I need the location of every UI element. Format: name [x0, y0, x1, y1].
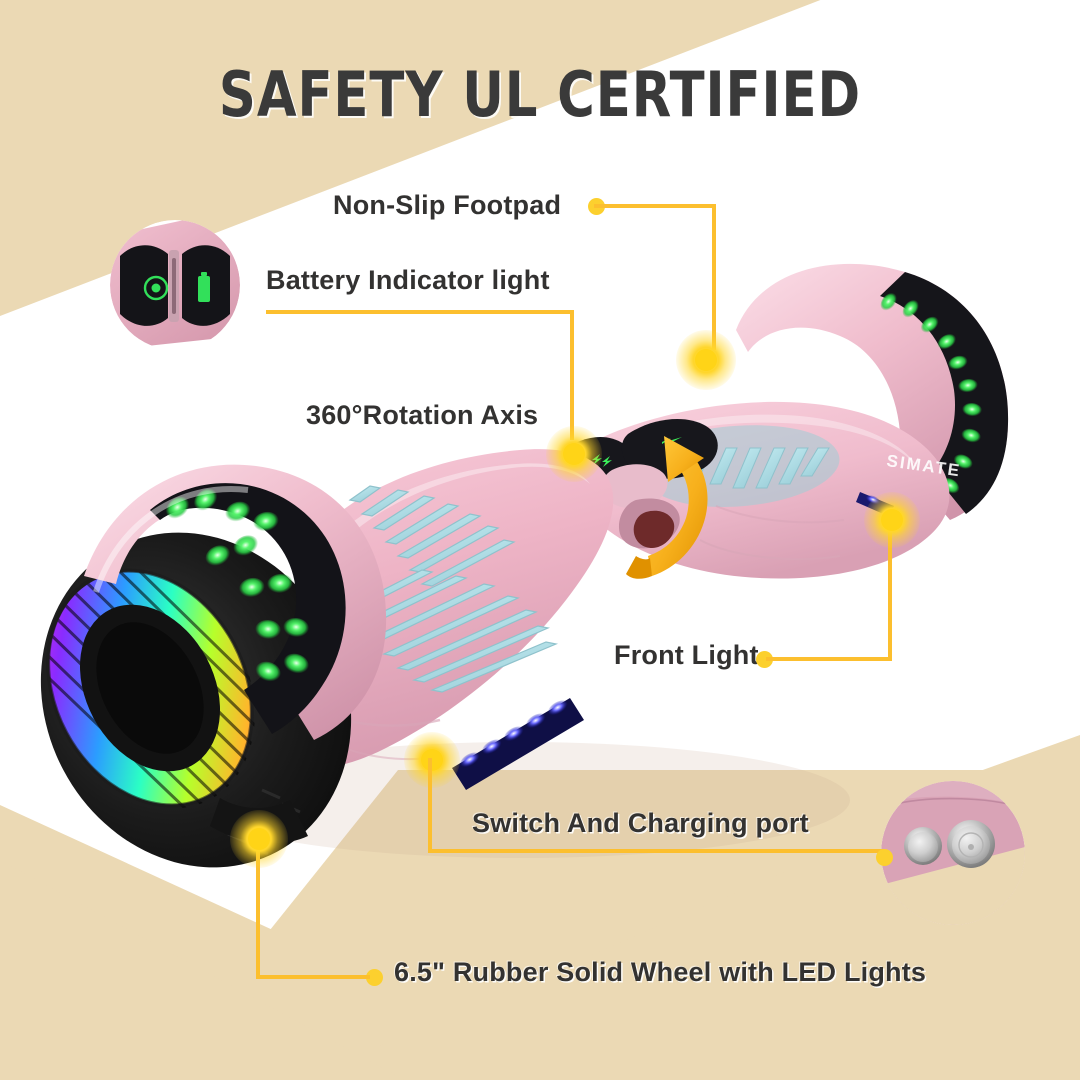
callout-line-non-slip-footpad-v — [712, 204, 716, 350]
callout-line-wheel-v — [256, 846, 260, 977]
callout-marker-rubber-solid-wheel — [230, 810, 288, 868]
page-title: SAFETY UL CERTIFIED — [218, 58, 862, 131]
callout-label-rubber-solid-wheel: 6.5" Rubber Solid Wheel with LED Lights — [394, 957, 927, 987]
callout-line-battery-indicator-v — [570, 310, 574, 440]
callout-line-front-light-h — [766, 657, 892, 661]
callout-marker-rotation-axis — [546, 426, 602, 482]
callout-label-non-slip-footpad: Non-Slip Footpad — [333, 190, 562, 220]
switch-charging-port-inset — [881, 781, 1025, 925]
battery-indicator-inset — [110, 220, 240, 350]
callout-dot-front-light — [756, 651, 773, 668]
callout-dot-rubber-solid-wheel — [366, 969, 383, 986]
callout-line-switch-v — [428, 758, 432, 853]
callout-line-battery-indicator-h — [266, 310, 574, 314]
callout-line-front-light-v — [888, 516, 892, 661]
callout-line-switch-h — [428, 849, 884, 853]
callout-marker-switch-and-charging-port — [404, 732, 460, 788]
callout-marker-front-light — [864, 492, 920, 548]
callout-line-wheel-h — [256, 975, 370, 979]
callout-dot-switch-and-charging-port — [876, 849, 893, 866]
callout-label-switch-and-charging-port: Switch And Charging port — [472, 808, 809, 838]
callout-line-non-slip-footpad-h — [594, 204, 716, 208]
callout-label-battery-indicator-light: Battery Indicator light — [266, 265, 550, 295]
callout-label-front-light: Front Light — [614, 640, 759, 670]
callout-label-rotation-axis: 360°Rotation Axis — [306, 400, 539, 430]
callout-marker-non-slip-footpad — [676, 330, 736, 390]
